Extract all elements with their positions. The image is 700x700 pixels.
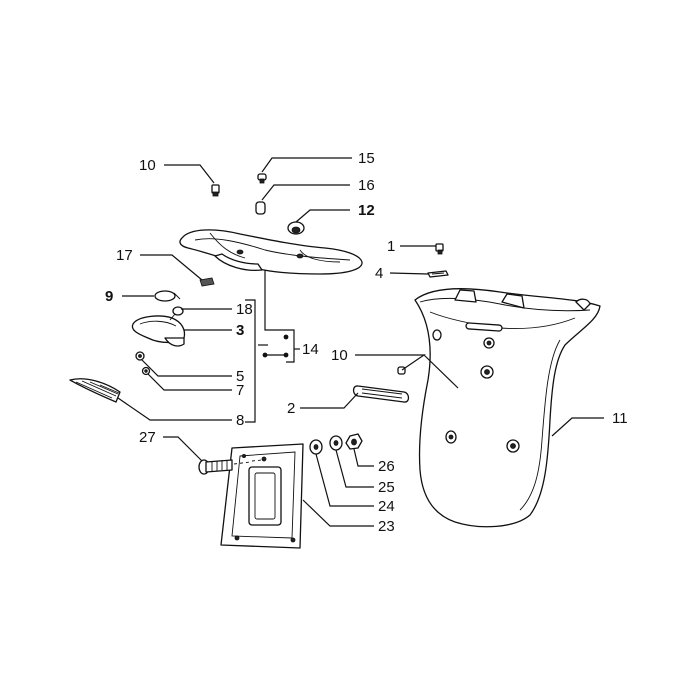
- callout-8: 8: [236, 412, 244, 429]
- callout-12: 12: [358, 202, 375, 219]
- part-clip-4: [427, 270, 449, 278]
- callout-10-mid: 10: [331, 347, 348, 364]
- callout-2: 2: [287, 400, 295, 417]
- callout-4: 4: [375, 265, 383, 282]
- callout-15: 15: [358, 150, 375, 167]
- part-screw-1: [435, 243, 444, 255]
- part-washer-25: [329, 435, 343, 451]
- bracket-dots: [262, 334, 289, 358]
- part-bolt-27: [198, 459, 263, 475]
- callout-7: 7: [236, 382, 244, 399]
- callout-18: 18: [236, 301, 253, 318]
- part-screw-15: [257, 173, 267, 184]
- part-nut-26: [345, 433, 363, 450]
- callout-3: 3: [236, 322, 244, 339]
- part-rear-mudguard-11: [414, 288, 601, 528]
- part-lamp-assembly-3: [131, 306, 186, 347]
- leader-lines: [117, 157, 604, 527]
- part-washer-24: [309, 439, 323, 455]
- callout-25: 25: [378, 479, 395, 496]
- part-rear-carrier-tray: [179, 229, 363, 275]
- part-clip-17: [199, 277, 215, 287]
- part-screw-5: [135, 351, 145, 361]
- callout-14: 14: [302, 341, 319, 358]
- callout-5: 5: [236, 368, 244, 385]
- callout-9: 9: [105, 288, 113, 305]
- callout-16: 16: [358, 177, 375, 194]
- part-spacer-16: [255, 201, 266, 215]
- part-screw-7: [141, 366, 151, 376]
- callout-27: 27: [139, 429, 156, 446]
- part-screw-10-top: [211, 184, 220, 197]
- callout-23: 23: [378, 518, 395, 535]
- part-reflector-8: [69, 378, 121, 403]
- part-reflector-strip-2: [352, 385, 410, 403]
- part-ring-clip-9: [154, 290, 181, 302]
- callout-17: 17: [116, 247, 133, 264]
- callout-26: 26: [378, 458, 395, 475]
- part-grommet-12: [287, 221, 305, 235]
- callout-1: 1: [387, 238, 395, 255]
- part-plate-holder-23: [220, 443, 304, 549]
- callout-labels: 10 15 16 12 1 4 17 9 18 3 14 10 5 7 8 2 …: [105, 150, 628, 535]
- callout-24: 24: [378, 498, 395, 515]
- callout-11: 11: [612, 410, 628, 427]
- callout-10-top: 10: [139, 157, 156, 174]
